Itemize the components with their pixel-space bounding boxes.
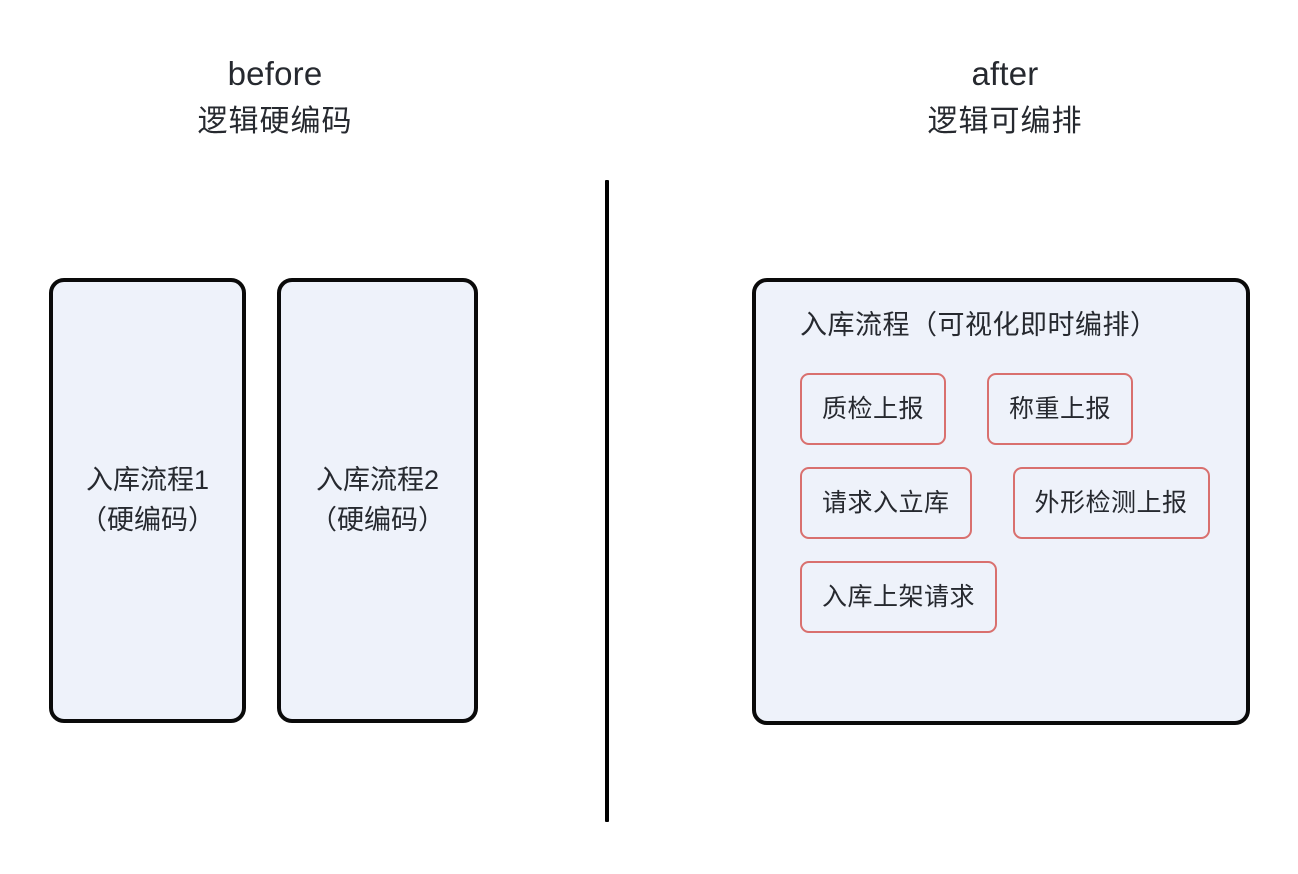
legacy-flow-box-1: 入库流程1 （硬编码）	[49, 278, 246, 723]
legacy-flow-box-1-label: 入库流程1 （硬编码）	[80, 464, 215, 535]
after-heading: after 逻辑可编排	[805, 52, 1205, 141]
before-heading: before 逻辑硬编码	[75, 52, 475, 141]
chip-row: 请求入立库 外形检测上报	[800, 467, 1218, 540]
before-heading-cn: 逻辑硬编码	[197, 104, 353, 138]
flow-step-chip[interactable]: 入库上架请求	[800, 561, 998, 634]
after-heading-cn: 逻辑可编排	[927, 104, 1083, 138]
before-heading-en: before	[227, 55, 323, 92]
orchestration-chip-list: 质检上报 称重上报 请求入立库 外形检测上报 入库上架请求	[800, 373, 1218, 634]
orchestration-panel: 入库流程（可视化即时编排） 质检上报 称重上报 请求入立库 外形检测上报 入库上…	[752, 278, 1250, 725]
flow-step-chip[interactable]: 质检上报	[800, 373, 947, 446]
orchestration-panel-title: 入库流程（可视化即时编排）	[800, 310, 1158, 340]
after-heading-en: after	[971, 55, 1039, 92]
flow-step-chip[interactable]: 外形检测上报	[1012, 467, 1210, 540]
chip-row: 质检上报 称重上报	[800, 373, 1218, 446]
legacy-flow-box-2: 入库流程2 （硬编码）	[277, 278, 478, 723]
flow-step-chip[interactable]: 称重上报	[987, 373, 1134, 446]
vertical-divider	[605, 180, 609, 822]
flow-step-chip[interactable]: 请求入立库	[800, 467, 972, 540]
chip-row: 入库上架请求	[800, 561, 1218, 634]
legacy-flow-box-2-label: 入库流程2 （硬编码）	[310, 464, 445, 535]
